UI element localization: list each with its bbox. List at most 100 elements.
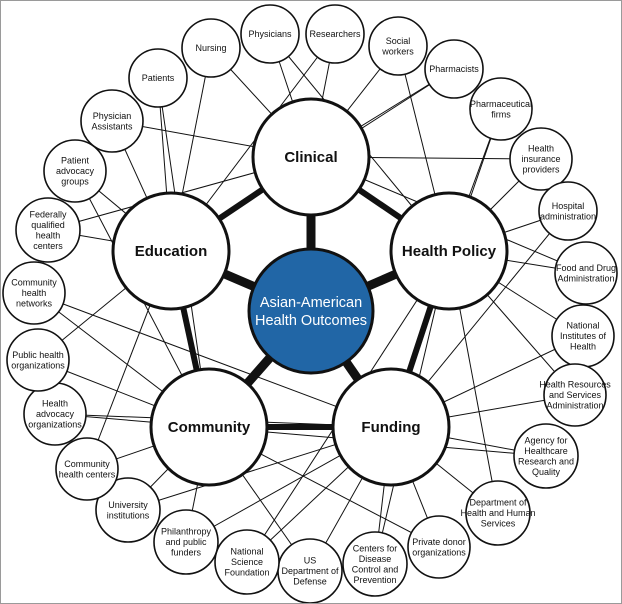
stakeholder-label-line: and Services — [549, 390, 602, 400]
stakeholder-circle — [214, 529, 280, 595]
stakeholder-label-line: firms — [491, 109, 511, 119]
stakeholder-label-line: workers — [381, 46, 414, 56]
stakeholder-label-line: Food and Drug — [556, 263, 616, 273]
stakeholder-label-line: Health Resources — [539, 380, 611, 390]
stakeholder-label-line: Services — [481, 519, 516, 529]
stakeholder-label-line: Health — [570, 342, 596, 352]
stakeholder-label-line: Science — [231, 557, 263, 567]
stakeholder-label: Physicians — [248, 29, 292, 39]
hub-circle — [111, 191, 231, 311]
stakeholder-label-line: organizations — [412, 547, 466, 557]
stakeholder-label-line: Health — [42, 399, 68, 409]
stakeholder-label-line: Pharmaceutical — [470, 99, 532, 109]
stakeholder-label-line: institutions — [107, 510, 150, 520]
stakeholder-nursing: Nursing — [181, 18, 241, 78]
stakeholder-circle — [2, 261, 66, 325]
center-label-line: Health Outcomes — [255, 313, 367, 329]
stakeholder-label-line: Assistants — [91, 121, 133, 131]
stakeholder-label-line: Quality — [532, 467, 561, 477]
stakeholder-label-line: Physicians — [248, 29, 292, 39]
stakeholder-label-line: networks — [16, 299, 53, 309]
stakeholder-label-line: Social — [386, 36, 411, 46]
stakeholder-label-line: Prevention — [353, 575, 396, 585]
stakeholder-label-line: National — [566, 321, 599, 331]
hub-community: Community — [149, 367, 269, 487]
stakeholder-circle — [538, 181, 598, 241]
stakeholder-circle — [342, 531, 408, 597]
stakeholder-label-line: Nursing — [195, 43, 226, 53]
hub-circle — [331, 367, 451, 487]
stakeholder-label-line: US — [304, 556, 317, 566]
stakeholder-label-line: Department of — [281, 566, 339, 576]
stakeholder-label-line: Patients — [142, 73, 175, 83]
hub-circle — [251, 97, 371, 217]
stakeholder-circle — [407, 515, 471, 579]
stakeholder-label-line: centers — [33, 241, 63, 251]
stakeholder-label-line: health — [22, 288, 47, 298]
stakeholder-label: Patients — [142, 73, 175, 83]
stakeholder-circle — [43, 139, 107, 203]
stakeholder-circle — [368, 16, 428, 76]
stakeholder-label-line: Administration — [546, 401, 603, 411]
hub-label: Funding — [361, 419, 420, 436]
hub-clinical: Clinical — [251, 97, 371, 217]
stakeholder-circle — [240, 4, 300, 64]
stakeholder-circle — [181, 18, 241, 78]
stakeholder-circle — [465, 480, 531, 546]
stakeholder-label-line: Healthcare — [524, 446, 568, 456]
hub-label: Clinical — [284, 149, 337, 166]
stakeholder-label-line: Hospital — [552, 201, 585, 211]
stakeholder-label-line: Patient — [61, 156, 90, 166]
stakeholder-label-line: funders — [171, 548, 202, 558]
stakeholder-label-line: and public — [165, 537, 207, 547]
stakeholder-label-line: Pharmacists — [429, 64, 479, 74]
stakeholder-label-line: advocacy — [36, 409, 75, 419]
stakeholder-label-line: organizations — [28, 420, 82, 430]
stakeholder-circle — [15, 197, 81, 263]
stakeholder-label-line: organizations — [11, 360, 65, 370]
stakeholder-circle — [554, 241, 618, 305]
stakeholder-label-line: Health and Human — [460, 508, 535, 518]
stakeholder-label-line: Research and — [518, 456, 574, 466]
stakeholder-circle — [55, 437, 119, 501]
hub-health-policy: Health Policy — [389, 191, 509, 311]
stakeholder-physicians: Physicians — [240, 4, 300, 64]
stakeholder-circle — [80, 89, 144, 153]
stakeholder-label-line: Community — [64, 459, 110, 469]
stakeholder-label-line: Foundation — [224, 568, 269, 578]
stakeholder-label-line: Federally — [29, 209, 67, 219]
stakeholder-label: Pharmacists — [429, 64, 479, 74]
hub-circle — [389, 191, 509, 311]
hub-circle — [149, 367, 269, 487]
